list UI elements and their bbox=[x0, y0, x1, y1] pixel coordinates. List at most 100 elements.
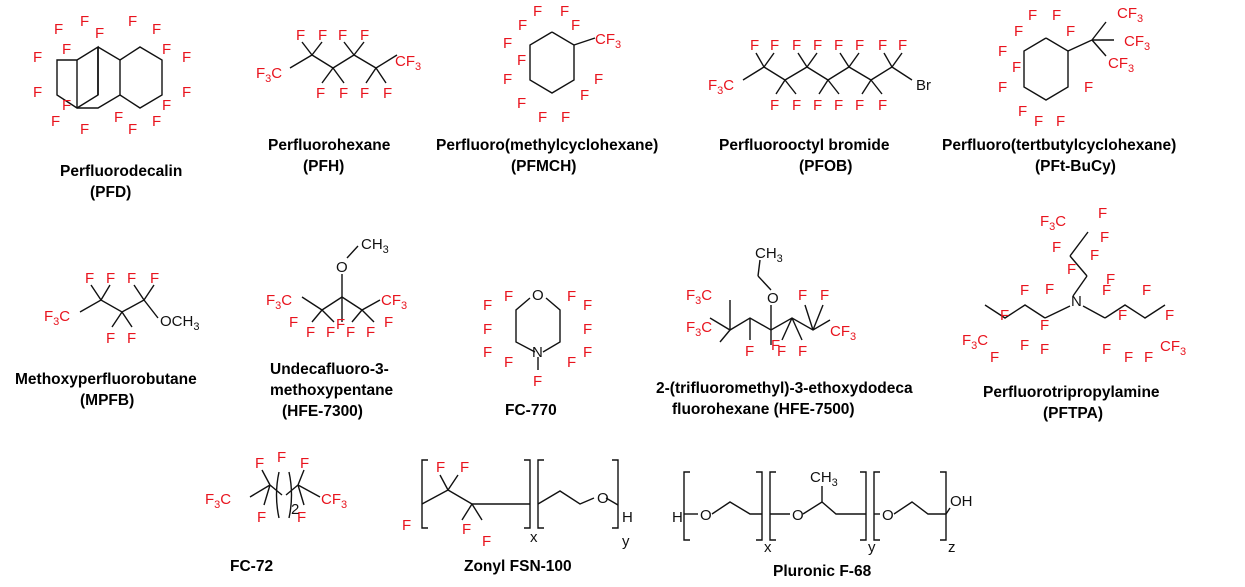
oxygen-atom: O bbox=[700, 507, 712, 524]
cf3-group: F3C bbox=[962, 332, 988, 352]
f-atom: F bbox=[360, 27, 369, 44]
f-atom: F bbox=[518, 17, 527, 34]
f-atom: F bbox=[326, 324, 335, 341]
compound-abbreviation: (PFOB) bbox=[799, 158, 852, 175]
f-atom: F bbox=[820, 287, 829, 304]
cf3-group: F3C bbox=[266, 292, 292, 312]
f-atom: F bbox=[798, 287, 807, 304]
compound-name: Perfluoro(methylcyclohexane) bbox=[436, 137, 658, 154]
hfe7500-structure bbox=[709, 259, 831, 345]
f-atom: F bbox=[1165, 307, 1174, 324]
f-atom: F bbox=[106, 330, 115, 347]
f-atom: F bbox=[383, 85, 392, 102]
f-atom: F bbox=[834, 37, 843, 54]
f-atom: F bbox=[1018, 103, 1027, 120]
f-atom: F bbox=[1052, 239, 1061, 256]
f-atom: F bbox=[878, 37, 887, 54]
f-atom: F bbox=[152, 113, 161, 130]
compound-abbreviation: (PFH) bbox=[303, 158, 344, 175]
f-atom: F bbox=[1020, 282, 1029, 299]
cf3-group: CF3 bbox=[1108, 55, 1134, 75]
cf3-group: CF3 bbox=[830, 323, 856, 343]
f-atom: F bbox=[1102, 282, 1111, 299]
pftpa-atoms: N F3C F3C CF3 F F F F F F F F F F F F F … bbox=[962, 205, 1186, 366]
compound-name: Undecafluoro-3- bbox=[270, 361, 389, 378]
f-atom: F bbox=[517, 95, 526, 112]
f-atom: F bbox=[384, 314, 393, 331]
f-atom: F bbox=[289, 314, 298, 331]
subscript-y: y bbox=[622, 533, 630, 550]
f-atom: F bbox=[583, 321, 592, 338]
nitrogen-atom: N bbox=[1071, 293, 1082, 310]
f-atom: F bbox=[1067, 261, 1076, 278]
f-atom: F bbox=[1028, 7, 1037, 24]
f-atom: F bbox=[567, 288, 576, 305]
f-atom: F bbox=[1014, 23, 1023, 40]
zonyl-atoms: F F F F F O H x y bbox=[402, 459, 633, 550]
hydrogen-atom: H bbox=[672, 509, 683, 526]
f-atom: F bbox=[560, 3, 569, 20]
f-atom: F bbox=[792, 37, 801, 54]
cf3-group: CF3 bbox=[321, 491, 347, 511]
oxygen-atom: O bbox=[882, 507, 894, 524]
compound-name-line2: methoxypentane bbox=[270, 382, 394, 399]
f-atom: F bbox=[483, 344, 492, 361]
repeat-count: 2 bbox=[291, 501, 299, 518]
compound-abbreviation: (PFMCH) bbox=[511, 158, 576, 175]
f-atom: F bbox=[62, 97, 71, 114]
cf3-group: F3C bbox=[1040, 213, 1066, 233]
f-atom: F bbox=[306, 324, 315, 341]
pftbucy-atoms: CF3 CF3 CF3 F F F F F F F F F F F bbox=[998, 5, 1150, 130]
f-atom: F bbox=[1084, 79, 1093, 96]
pluronic-atoms: H O O O OH CH3 x y z bbox=[672, 469, 973, 556]
f-atom: F bbox=[462, 521, 471, 538]
f-atom: F bbox=[51, 113, 60, 130]
oxygen-atom: O bbox=[792, 507, 804, 524]
f-atom: F bbox=[128, 121, 137, 138]
cf3-group: F3C bbox=[256, 65, 282, 85]
f-atom: F bbox=[504, 288, 513, 305]
mpfb-structure bbox=[79, 284, 159, 328]
f-atom: F bbox=[855, 37, 864, 54]
f-atom: F bbox=[1034, 113, 1043, 130]
f-atom: F bbox=[771, 337, 780, 354]
f-atom: F bbox=[1012, 59, 1021, 76]
cf3-group: CF3 bbox=[1160, 338, 1186, 358]
f-atom: F bbox=[998, 43, 1007, 60]
f-atom: F bbox=[594, 71, 603, 88]
cf3-group: CF3 bbox=[595, 31, 621, 51]
f-atom: F bbox=[482, 533, 491, 550]
f-atom: F bbox=[150, 270, 159, 287]
f-atom: F bbox=[990, 349, 999, 366]
oxygen-atom: O bbox=[597, 490, 609, 507]
compound-abbreviation: (PFt-BuCy) bbox=[1035, 158, 1116, 175]
methyl-group: CH3 bbox=[361, 236, 389, 256]
compound-name: 2-(trifluoromethyl)-3-ethoxydodeca bbox=[656, 380, 913, 397]
compound-name: Zonyl FSN-100 bbox=[464, 558, 572, 575]
f-atom: F bbox=[296, 27, 305, 44]
f-atom: F bbox=[128, 13, 137, 30]
f-atom: F bbox=[436, 459, 445, 476]
cf3-group: CF3 bbox=[395, 53, 421, 73]
f-atom: F bbox=[583, 297, 592, 314]
compound-name: Pluronic F-68 bbox=[773, 563, 872, 580]
f-atom: F bbox=[813, 97, 822, 114]
methyl-group: CH3 bbox=[810, 469, 838, 489]
f-atom: F bbox=[402, 517, 411, 534]
f-atom: F bbox=[1090, 247, 1099, 264]
compound-name: Perfluorohexane bbox=[268, 137, 391, 154]
f-atom: F bbox=[898, 37, 907, 54]
f-atom: F bbox=[182, 49, 191, 66]
pftbucy-structure bbox=[1023, 21, 1114, 101]
cf3-group: F3C bbox=[205, 491, 231, 511]
f-atom: F bbox=[483, 321, 492, 338]
cf3-group: F3C bbox=[686, 319, 712, 339]
f-atom: F bbox=[162, 41, 171, 58]
f-atom: F bbox=[255, 455, 264, 472]
f-atom: F bbox=[1020, 337, 1029, 354]
f-atom: F bbox=[583, 344, 592, 361]
cf3-group: CF3 bbox=[1117, 5, 1143, 25]
compound-name-line2: fluorohexane (HFE-7500) bbox=[672, 401, 855, 418]
f-atom: F bbox=[580, 87, 589, 104]
compound-name: FC-770 bbox=[505, 402, 557, 419]
